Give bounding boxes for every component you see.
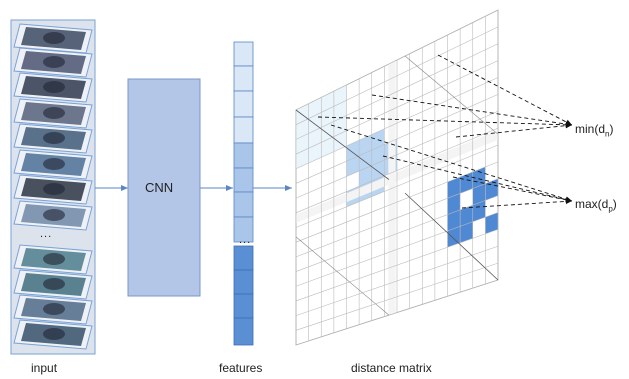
input-image-person	[43, 278, 65, 290]
input-image-person	[43, 132, 65, 144]
min-label-prefix: min(d	[575, 122, 606, 136]
min-dn-label: min(dn)	[575, 122, 613, 138]
input-ellipsis: ...	[40, 228, 53, 240]
feature-vector-column	[233, 41, 254, 346]
matrix-cell	[359, 134, 372, 156]
feature-cell-mid	[233, 167, 254, 193]
matrix-cell	[460, 205, 473, 227]
min-label-sub: n	[605, 129, 610, 139]
matrix-cell	[296, 103, 309, 125]
input-image-person	[43, 209, 65, 221]
matrix-cell	[321, 136, 334, 158]
features-ellipsis: ...	[239, 234, 252, 246]
matrix-cell	[308, 142, 322, 164]
input-image-person	[43, 158, 65, 170]
matrix-cell	[333, 85, 347, 107]
max-label-sub: p	[608, 204, 613, 214]
matrix-cell	[460, 221, 473, 243]
max-label-suffix: )	[612, 197, 617, 211]
annotation-lines	[317, 54, 573, 209]
matrix-cell	[371, 160, 385, 182]
matrix-grid-line	[295, 262, 499, 331]
matrix-diagonal	[295, 236, 390, 316]
input-image-person	[43, 107, 65, 119]
distance-matrix-label: distance matrix	[351, 361, 432, 375]
max-annotation-line	[330, 124, 573, 202]
matrix-grid-line	[295, 279, 499, 346]
input-image-person	[43, 303, 65, 315]
features-label: features	[219, 361, 263, 375]
matrix-cell	[333, 130, 347, 152]
matrix-cell	[296, 148, 309, 169]
max-annotation-line	[382, 155, 573, 203]
feature-cell-light	[233, 116, 254, 144]
matrix-cell	[447, 209, 461, 231]
matrix-grid-line	[295, 178, 499, 258]
matrix-diagonal	[404, 55, 499, 135]
feature-cell-mid	[233, 191, 254, 218]
input-image-stack	[13, 23, 93, 350]
max-annotation-line	[452, 176, 573, 203]
matrix-cell	[346, 155, 360, 177]
feature-cell-dark	[233, 269, 254, 295]
matrix-cell	[346, 140, 360, 162]
min-annotation-line	[455, 122, 573, 138]
matrix-cell	[308, 127, 322, 149]
matrix-cell	[359, 165, 372, 187]
max-dp-label: max(dp)	[575, 197, 617, 213]
matrix-cell	[296, 133, 309, 155]
matrix-cell	[359, 150, 372, 171]
input-image-person	[43, 328, 65, 340]
matrix-diagonal	[295, 109, 390, 180]
feature-cell-light	[233, 65, 254, 92]
min-annotation-line	[317, 116, 573, 128]
min-label-suffix: )	[609, 122, 614, 136]
input-image-person	[43, 56, 65, 68]
feature-cell-dark	[233, 293, 254, 319]
matrix-cell	[321, 91, 334, 113]
matrix-cell	[308, 97, 322, 119]
min-annotation-line	[371, 94, 573, 127]
matrix-grid-line	[295, 245, 499, 316]
matrix-cell	[447, 176, 461, 199]
feature-cell-light	[233, 41, 254, 67]
input-image-person	[43, 183, 65, 195]
input-image-person	[43, 81, 65, 93]
matrix-cell	[472, 200, 486, 222]
feature-cell-mid	[233, 216, 254, 243]
matrix-cell	[460, 171, 473, 194]
input-image-person	[43, 253, 65, 265]
matrix-cell	[485, 212, 498, 234]
matrix-cell	[333, 115, 347, 137]
matrix-diagonal	[404, 192, 499, 281]
input-image-person	[43, 32, 65, 44]
feature-cell-mid	[233, 142, 254, 169]
max-annotation-line	[461, 198, 573, 209]
feature-cell-light	[233, 90, 254, 118]
matrix-cell	[321, 121, 334, 143]
feature-cell-dark	[233, 317, 254, 346]
matrix-cell	[308, 112, 322, 134]
matrix-cell	[371, 144, 385, 166]
matrix-grid-line	[295, 144, 499, 228]
distance-matrix	[295, 9, 499, 346]
matrix-cell	[296, 118, 309, 140]
cnn-block	[127, 78, 201, 297]
matrix-cell	[333, 100, 347, 122]
max-label-prefix: max(d	[575, 197, 609, 211]
matrix-grid-line	[295, 212, 499, 287]
matrix-cell	[472, 183, 486, 206]
input-label: input	[31, 361, 58, 375]
matrix-grid-line	[295, 229, 499, 302]
feature-cell-dark	[233, 245, 254, 271]
cnn-label: CNN	[145, 180, 174, 195]
matrix-cell	[447, 193, 461, 215]
matrix-grid-line	[295, 161, 499, 243]
